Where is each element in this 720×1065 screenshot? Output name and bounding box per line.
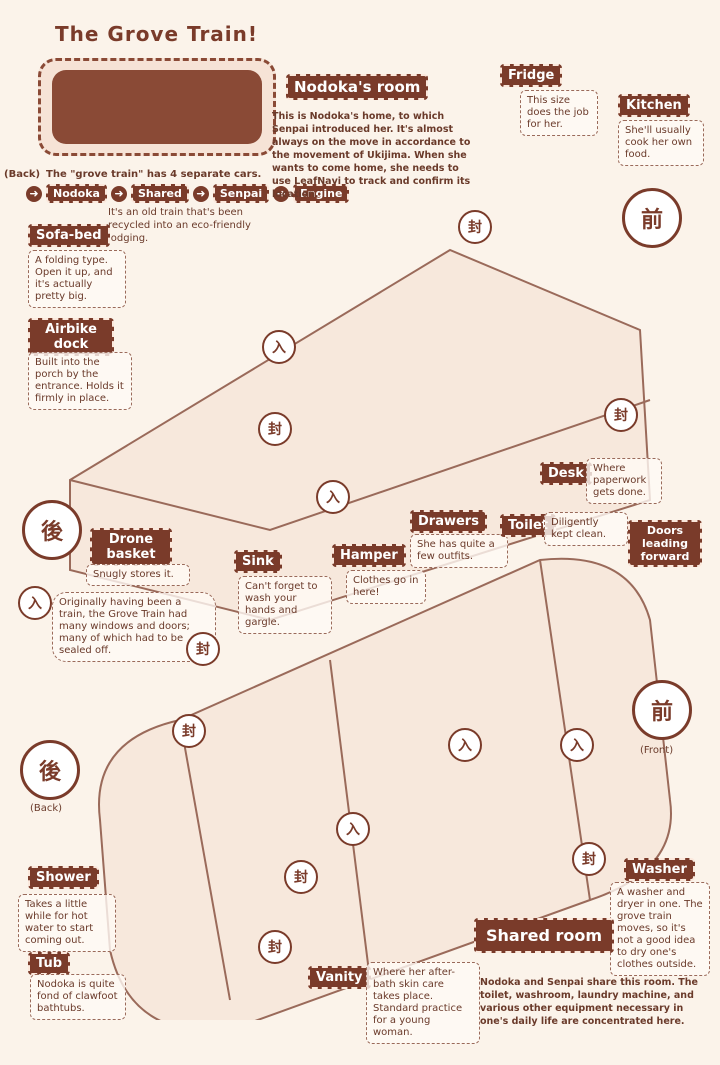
recycled-text: It's an old train that's been recycled i…: [108, 207, 251, 244]
front-label: (Front): [640, 745, 674, 756]
hamper-label: Hamper: [332, 544, 406, 567]
sofa-bed-label: Sofa-bed: [28, 224, 110, 247]
kitchen-note: She'll usually cook her own food.: [618, 120, 704, 166]
back-marker-lower: 後: [20, 740, 80, 800]
shared-room-title: Shared room: [474, 918, 615, 953]
drone-basket-label: Drone basket: [90, 528, 172, 566]
toilet-label: Toilet: [500, 514, 557, 537]
sink-label: Sink: [234, 550, 282, 573]
arrow-right-icon: ➜: [273, 185, 290, 202]
toilet-note: Diligently kept clean.: [544, 512, 628, 546]
page-title: The Grove Train!: [55, 22, 259, 46]
sealed-marker: 封: [572, 842, 606, 876]
cars-text: The "grove train" has 4 separate cars.: [46, 169, 262, 180]
back-marker-upper: 後: [22, 500, 82, 560]
car-nodoka: Nodoka: [46, 184, 107, 203]
drawers-note: She has quite a few outfits.: [410, 534, 508, 568]
kitchen-label: Kitchen: [618, 94, 690, 117]
front-marker: 前: [632, 680, 692, 740]
front-marker-upper: 前: [622, 188, 682, 248]
vanity-label: Vanity: [308, 966, 371, 989]
drone-basket-note: Snugly stores it.: [86, 564, 190, 586]
enter-marker-note: 入: [18, 586, 52, 620]
logo: [38, 58, 276, 156]
tub-label: Tub: [28, 952, 70, 975]
sealed-marker-note: 封: [186, 632, 220, 666]
airbike-dock-label: Airbike dock: [28, 318, 114, 356]
fridge-note: This size does the job for her.: [520, 90, 598, 136]
washer-label: Washer: [624, 858, 695, 881]
arrow-right-icon: ➜: [192, 185, 209, 202]
car-senpai: Senpai: [212, 184, 270, 203]
back-label: (Back): [4, 169, 41, 180]
desk-label: Desk: [540, 462, 592, 485]
enter-marker: 入: [560, 728, 594, 762]
nodoka-room-description: This is Nodoka's home, to which Senpai i…: [272, 111, 471, 200]
drawers-label: Drawers: [410, 510, 487, 533]
back-label-lower: (Back): [30, 803, 63, 814]
sealed-marker: 封: [284, 860, 318, 894]
sealed-marker: 封: [258, 412, 292, 446]
cars-order: ➜ Nodoka ➜ Shared ➜ Senpai ➜ Engine: [26, 184, 350, 203]
sealed-marker: 封: [458, 210, 492, 244]
car-shared: Shared: [130, 184, 189, 203]
enter-marker: 入: [262, 330, 296, 364]
shower-label: Shower: [28, 866, 99, 889]
sealed-marker: 封: [172, 714, 206, 748]
vanity-note: Where her after-bath skin care takes pla…: [366, 962, 480, 1044]
desk-note: Where paperwork gets done.: [586, 458, 662, 504]
tub-note: Nodoka is quite fond of clawfoot bathtub…: [30, 974, 126, 1020]
doors-forward-label: Doors leading forward: [628, 520, 702, 567]
sealed-marker: 封: [604, 398, 638, 432]
shared-room-description: Nodoka and Senpai share this room. The t…: [480, 977, 698, 1027]
airbike-dock-note: Built into the porch by the entrance. Ho…: [28, 352, 132, 410]
windows-note: Originally having been a train, the Grov…: [52, 592, 216, 662]
car-engine: Engine: [293, 184, 350, 203]
shower-note: Takes a little while for hot water to st…: [18, 894, 116, 952]
sink-note: Can't forget to wash your hands and garg…: [238, 576, 332, 634]
nodoka-room-title: Nodoka's room: [286, 74, 429, 100]
arrow-right-icon: ➜: [110, 185, 127, 202]
enter-marker: 入: [316, 480, 350, 514]
enter-marker: 入: [448, 728, 482, 762]
logo-image: [52, 70, 262, 144]
sealed-marker: 封: [258, 930, 292, 964]
fridge-label: Fridge: [500, 64, 563, 87]
arrow-right-icon: ➜: [26, 185, 42, 202]
washer-note: A washer and dryer in one. The grove tra…: [610, 882, 710, 976]
hamper-note: Clothes go in here!: [346, 570, 426, 604]
enter-marker: 入: [336, 812, 370, 846]
sofa-bed-note: A folding type. Open it up, and it's act…: [28, 250, 126, 308]
